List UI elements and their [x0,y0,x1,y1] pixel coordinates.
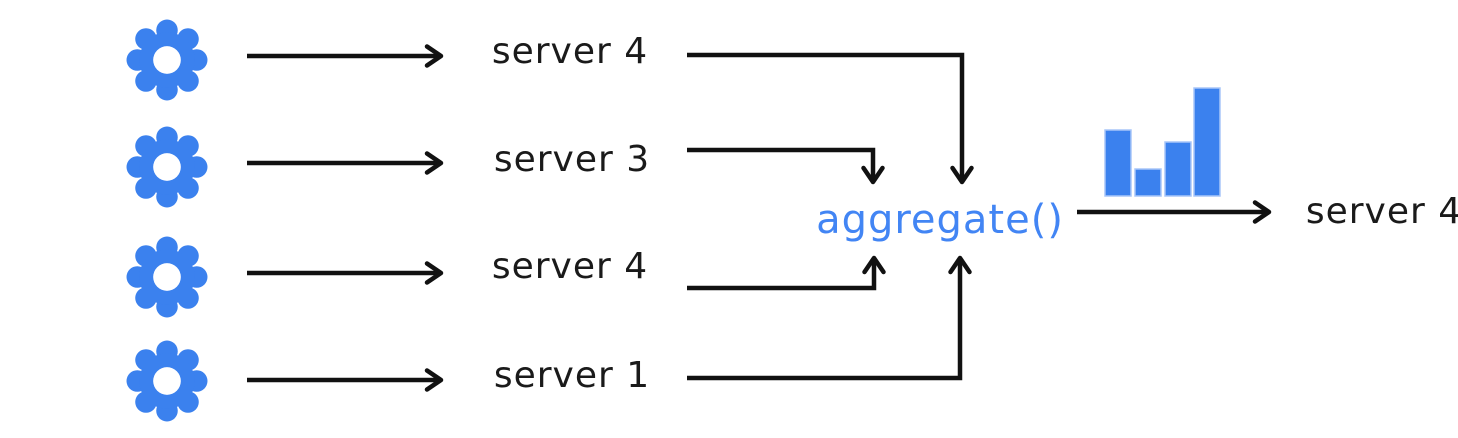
elbow-arrow-server4-top [687,52,974,185]
gear-icon [126,236,208,318]
worker-label: server 1 [493,355,651,396]
worker-label: server 4 [491,246,649,287]
aggregate-function-label: aggregate() [816,197,1064,243]
elbow-arrow-server1 [687,255,972,381]
gear-icon [126,340,208,422]
bar-chart-bar [1104,129,1132,197]
elbow-arrow-server3 [687,147,885,185]
worker-label: server 4 [491,31,649,72]
gear-icon [126,126,208,208]
bar-chart-bar [1164,141,1192,197]
gear-icon [126,19,208,101]
bar-chart-icon [1104,87,1221,197]
bar-chart-bar [1193,87,1221,197]
elbow-arrow-server4-mid [687,255,886,291]
bar-chart-bar [1134,168,1162,197]
worker-label: server 3 [493,139,651,180]
output-server-label: server 4 [1305,191,1458,232]
